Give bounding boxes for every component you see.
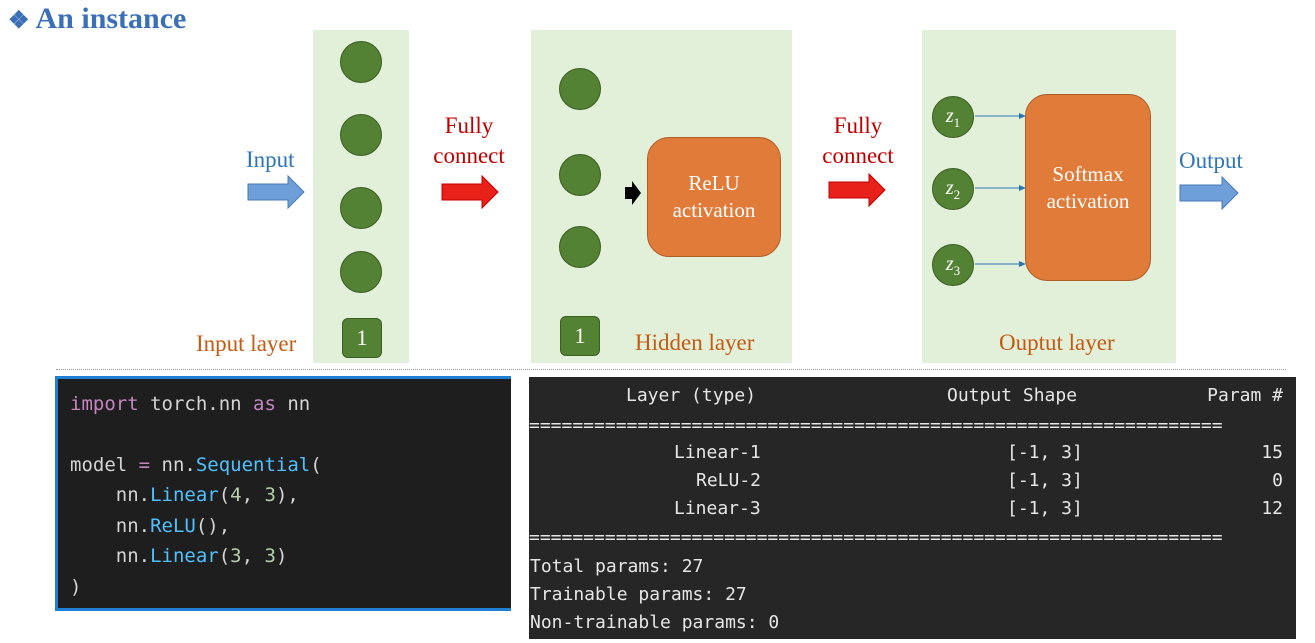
page-title: ❖An instance [8, 2, 186, 36]
input-node [340, 187, 382, 229]
code-editor: import torch.nn as nn model = nn.Sequenti… [55, 376, 511, 611]
code-line: nn.Linear(3, 3) [70, 545, 288, 567]
output-node-z1: z1 [932, 96, 974, 138]
input-node [340, 251, 382, 293]
input-label: Input [246, 147, 295, 172]
input-bias-node: 1 [342, 318, 382, 358]
row-params: 0 [1272, 470, 1283, 491]
model-summary-console: Layer (type) Output Shape Param # ======… [529, 377, 1296, 639]
non-trainable-params: Non-trainable params: 0 [530, 612, 780, 633]
input-node [340, 114, 382, 156]
code-line: nn.ReLU(), [70, 515, 231, 537]
relu-activation-label: activation [672, 198, 756, 222]
output-node-z3: z3 [932, 244, 974, 286]
output-label: Output [1179, 148, 1243, 173]
relu-activation-box: ReLU activation [647, 137, 781, 257]
divider-line [56, 369, 1286, 370]
softmax-label: Softmax [1052, 161, 1124, 186]
code-line: ) [70, 576, 82, 598]
relu-input-arrow-icon [625, 181, 641, 205]
row-params: 15 [1261, 442, 1283, 463]
row-layer: ReLU-2 [696, 470, 762, 491]
arrowhead-icon [1019, 113, 1026, 119]
header-shape: Output Shape [947, 385, 1078, 406]
fully-connect-arrow-icon [441, 174, 499, 210]
output-layer-label: Ouptut layer [999, 330, 1115, 355]
row-shape: [-1, 3] [1007, 498, 1083, 519]
output-node-z2: z2 [932, 168, 974, 210]
hidden-node [559, 154, 601, 196]
softmax-activation-label: activation [1046, 188, 1130, 213]
trainable-params: Trainable params: 27 [530, 584, 747, 605]
hidden-bias-node: 1 [560, 316, 600, 356]
separator-bottom: ========================================… [529, 527, 1223, 548]
header-params: Param # [1207, 385, 1283, 406]
row-params: 12 [1261, 498, 1283, 519]
output-arrow-icon [1179, 175, 1239, 211]
code-line: nn.Linear(4, 3), [70, 484, 299, 506]
diagram-arrows [247, 113, 1239, 267]
input-layer-label: Input layer [196, 331, 297, 356]
fully-connect-arrow-icon [828, 172, 886, 208]
row-shape: [-1, 3] [1007, 442, 1083, 463]
code-line: import torch.nn as nn [70, 393, 311, 415]
row-layer: Linear-3 [674, 498, 761, 519]
arrowhead-icon [1019, 261, 1026, 267]
hidden-node [559, 226, 601, 268]
arrowhead-icon [1019, 185, 1026, 191]
input-node [340, 41, 382, 83]
hidden-layer-label: Hidden layer [635, 330, 755, 355]
relu-label: ReLU [688, 171, 740, 195]
row-layer: Linear-1 [674, 442, 761, 463]
separator-top: ========================================… [529, 415, 1223, 436]
input-arrow-icon [247, 174, 305, 210]
header-layer: Layer (type) [626, 385, 757, 406]
title-text: An instance [35, 2, 187, 35]
total-params: Total params: 27 [530, 556, 704, 577]
code-line: model = nn.Sequential( [70, 454, 322, 476]
row-shape: [-1, 3] [1007, 470, 1083, 491]
hidden-node [559, 68, 601, 110]
diamond-bullet-icon: ❖ [8, 8, 30, 34]
